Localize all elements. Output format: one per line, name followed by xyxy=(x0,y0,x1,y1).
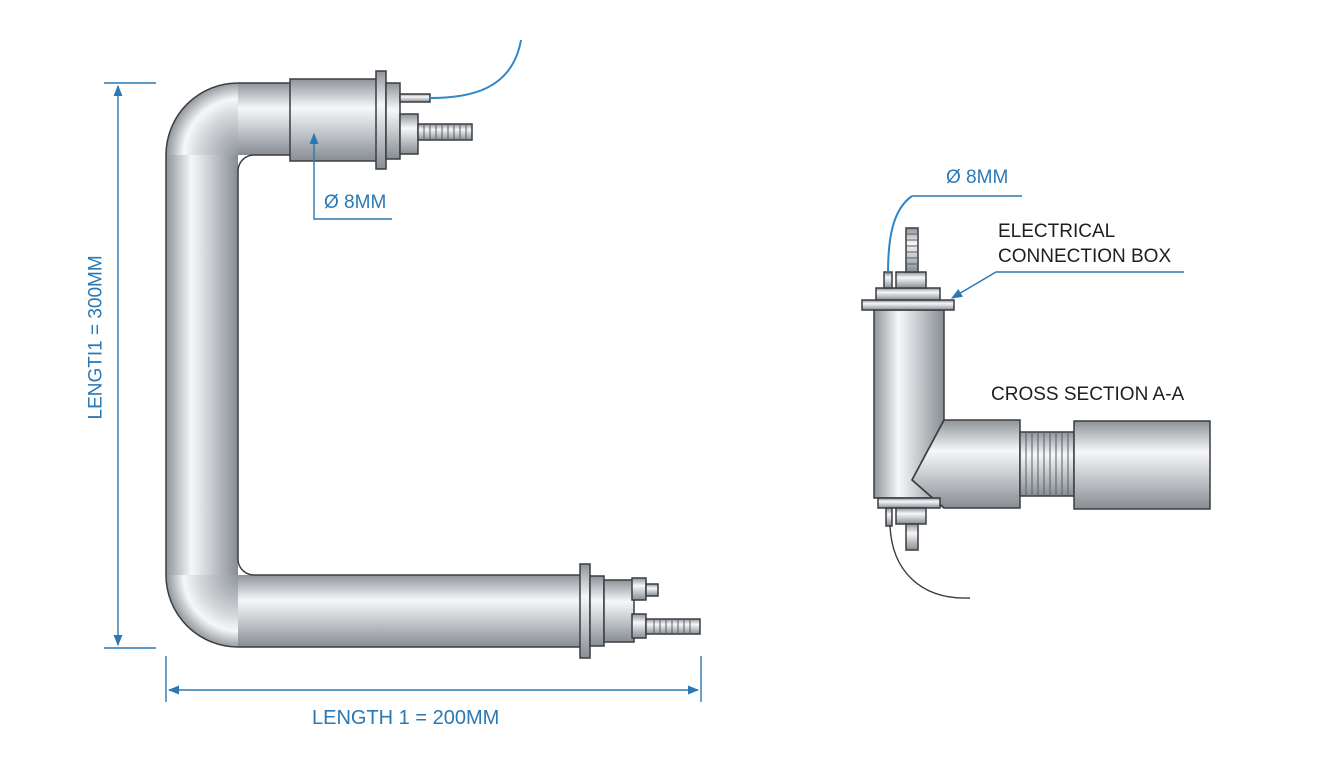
cross-section-top-wire xyxy=(887,195,913,275)
dimension-lines-left xyxy=(104,82,702,702)
horizontal-length-label: LENGTH 1 = 200MM xyxy=(312,707,500,729)
top-wire xyxy=(429,39,522,99)
cross-section-label: CROSS SECTION A-A xyxy=(991,384,1185,405)
connection-box-label-line1: ELECTRICAL xyxy=(998,221,1116,242)
connection-box-label-line2: CONNECTION BOX xyxy=(998,246,1172,267)
bottom-connector xyxy=(579,563,701,659)
dimension-lines-right xyxy=(912,195,1184,299)
vertical-length-label: LENGTI1 = 300MM xyxy=(85,255,107,420)
right-diameter-label: Ø 8MM xyxy=(946,167,1009,188)
cross-section-bottom-wire xyxy=(889,525,971,599)
left-diameter-label: Ø 8MM xyxy=(324,192,387,213)
cross-section-view xyxy=(861,227,1211,551)
top-connector xyxy=(289,70,473,170)
u-tube xyxy=(165,82,584,648)
